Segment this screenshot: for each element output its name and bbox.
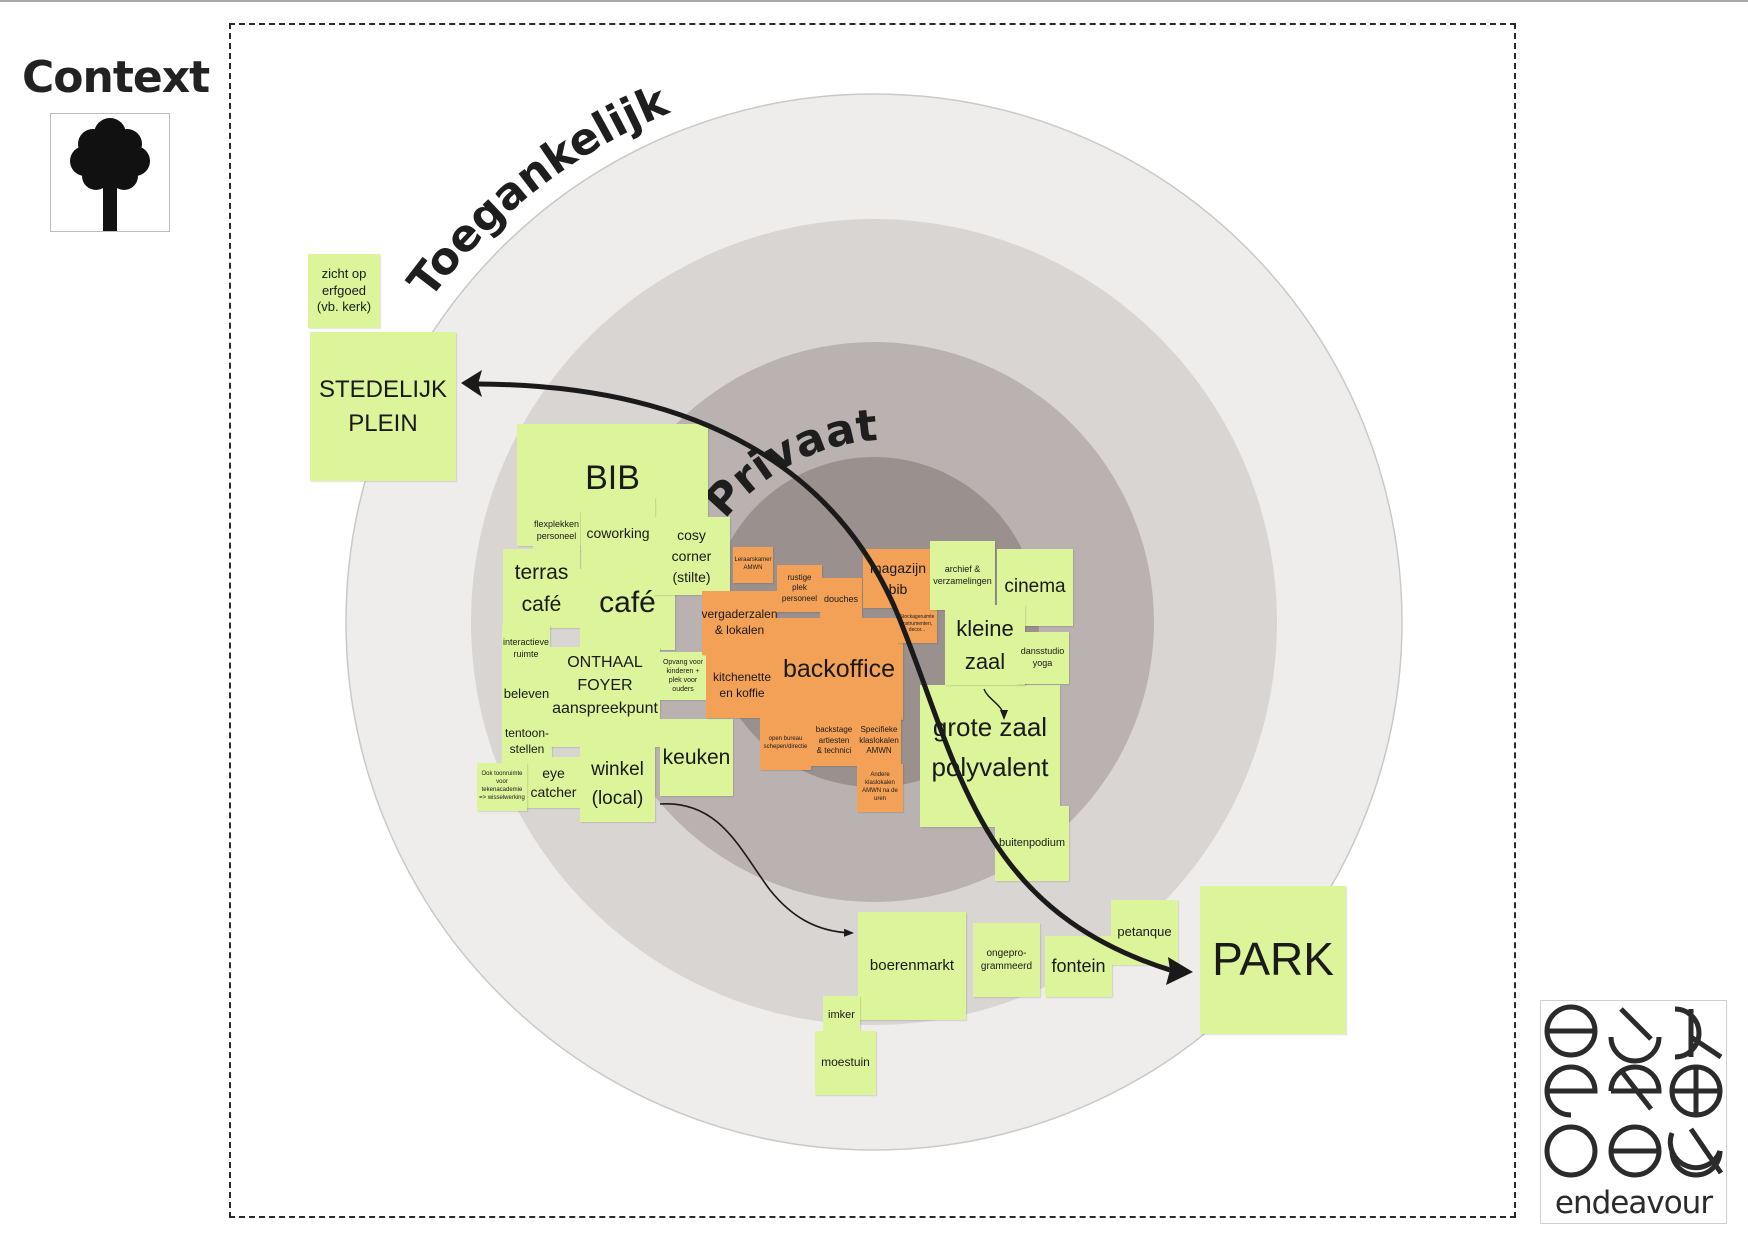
- note-text: zicht op erfgoed (vb. kerk): [316, 265, 372, 315]
- note-backstage[interactable]: backstage artiesten & technici: [811, 716, 857, 766]
- note-text: flexplekken personeel: [533, 519, 580, 541]
- note-archief[interactable]: archief & verzamelingen: [930, 541, 995, 610]
- logo-wordmark: endeavour: [1554, 1185, 1713, 1221]
- note-stedelijk-plein[interactable]: STEDELIJK PLEIN: [310, 332, 456, 481]
- note-text: Andere klaslokalen AMWN na de uren: [862, 772, 898, 802]
- note-backoffice[interactable]: backoffice: [775, 618, 903, 720]
- note-terras-cafe[interactable]: terras café: [503, 549, 580, 628]
- note-andere-klaslokalen[interactable]: Andere klaslokalen AMWN na de uren: [857, 764, 903, 812]
- note-text: vergaderzalen & lokalen: [701, 607, 778, 637]
- note-text: archief & verzamelingen: [933, 563, 992, 586]
- note-specifieke-klaslokalen[interactable]: Specifieke klaslokalen AMWN: [857, 716, 901, 766]
- note-fontein[interactable]: fontein: [1045, 936, 1112, 997]
- note-kleine-zaal[interactable]: kleine zaal: [945, 605, 1025, 685]
- note-buitenpodium[interactable]: buitenpodium: [995, 806, 1069, 881]
- note-imker[interactable]: imker: [823, 996, 860, 1034]
- note-text: backstage artiesten & technici: [815, 725, 853, 756]
- note-interactieve-ruimte[interactable]: interactieve ruimte: [502, 625, 550, 673]
- top-border-line: [0, 0, 1748, 2]
- note-text: winkel (local): [591, 759, 644, 809]
- note-ongeprogrammeerd[interactable]: ongepro- grammeerd: [973, 923, 1040, 997]
- note-keuken[interactable]: keuken: [660, 719, 733, 796]
- note-kitchenette[interactable]: kitchenette en koffie: [706, 653, 778, 718]
- note-text: tentoon- stellen: [504, 725, 550, 756]
- note-text: interactieve ruimte: [502, 637, 550, 659]
- note-winkel[interactable]: winkel (local): [580, 747, 655, 822]
- note-douches[interactable]: douches: [820, 578, 862, 622]
- note-park[interactable]: PARK: [1200, 886, 1346, 1034]
- note-open-bureau[interactable]: open bureau schepen/directie: [760, 718, 811, 770]
- note-text: terras café: [514, 561, 569, 616]
- note-text: café: [599, 586, 656, 619]
- note-cosy-corner[interactable]: cosy corner (stilte): [653, 517, 730, 595]
- note-text: kitchenette en koffie: [712, 669, 772, 700]
- tree-icon: [50, 113, 170, 232]
- note-text: ongepro- grammeerd: [980, 948, 1033, 972]
- note-text: moestuin: [821, 1055, 870, 1070]
- note-text: Leraarskamer AMWN: [734, 557, 772, 571]
- note-text: coworking: [586, 524, 650, 541]
- note-text: BIB: [585, 459, 640, 497]
- note-text: eye catcher: [530, 765, 577, 800]
- note-text: backoffice: [782, 654, 896, 683]
- note-text: rustige plek personeel: [781, 572, 818, 603]
- note-text: STEDELIJK PLEIN: [318, 375, 448, 437]
- note-dansstudio[interactable]: dansstudio yoga: [1016, 632, 1069, 684]
- note-stockageruimte[interactable]: Stockageruimte instrumenten, decor...: [897, 605, 937, 643]
- note-text: PARK: [1212, 933, 1334, 986]
- note-moestuin[interactable]: moestuin: [815, 1031, 876, 1095]
- context-title: Context: [22, 52, 210, 103]
- note-magazijn-bib[interactable]: magazijn bib: [863, 549, 933, 608]
- canvas-frame: [229, 23, 1516, 1218]
- note-flexplekken[interactable]: flexplekken personeel: [533, 511, 580, 551]
- note-eye-catcher[interactable]: eye catcher: [525, 757, 582, 808]
- note-text: buitenpodium: [998, 837, 1066, 850]
- note-beleven[interactable]: beleven: [502, 670, 551, 718]
- note-text: Specifieke klaslokalen AMWN: [859, 725, 899, 756]
- note-text: cinema: [1004, 576, 1066, 598]
- note-text: ONTHAAL FOYER aanspreekpunt: [552, 654, 658, 718]
- note-vergaderzalen[interactable]: vergaderzalen & lokalen: [701, 591, 778, 655]
- note-text: grote zaal polyvalent: [931, 712, 1049, 783]
- note-zicht-op-erfgoed[interactable]: zicht op erfgoed (vb. kerk): [308, 254, 380, 328]
- note-onthaal-foyer[interactable]: ONTHAAL FOYER aanspreekpunt: [550, 647, 660, 747]
- note-text: keuken: [662, 745, 731, 769]
- note-text: petanque: [1117, 924, 1172, 940]
- note-text: fontein: [1051, 955, 1106, 976]
- note-text: boerenmarkt: [869, 957, 955, 975]
- note-opvang[interactable]: Opvang voor kinderen + plek voor ouders: [660, 652, 706, 700]
- note-coworking[interactable]: coworking: [581, 497, 655, 569]
- note-toonruimte[interactable]: Ook toonruimte voor tekenacademie => wis…: [477, 763, 527, 811]
- endeavour-logo-glyphs: [1544, 1004, 1724, 1178]
- endeavour-logo: endeavour: [1540, 1000, 1727, 1224]
- note-text: magazijn bib: [869, 559, 927, 597]
- note-text: Stockageruimte instrumenten, decor...: [899, 614, 935, 634]
- note-text: Ook toonruimte voor tekenacademie => wis…: [479, 771, 525, 801]
- note-petanque[interactable]: petanque: [1111, 900, 1178, 965]
- note-text: dansstudio yoga: [1020, 646, 1065, 668]
- note-leraarskamer[interactable]: Leraarskamer AMWN: [733, 547, 773, 583]
- note-text: beleven: [503, 685, 550, 701]
- note-text: kleine zaal: [956, 616, 1014, 674]
- note-rustige-plek[interactable]: rustige plek personeel: [777, 565, 822, 612]
- note-text: imker: [828, 1008, 855, 1021]
- note-text: Opvang voor kinderen + plek voor ouders: [662, 658, 704, 694]
- note-text: douches: [823, 594, 859, 605]
- note-boerenmarkt[interactable]: boerenmarkt: [858, 912, 966, 1020]
- note-text: cosy corner (stilte): [671, 526, 712, 585]
- note-text: open bureau schepen/directie: [763, 736, 808, 750]
